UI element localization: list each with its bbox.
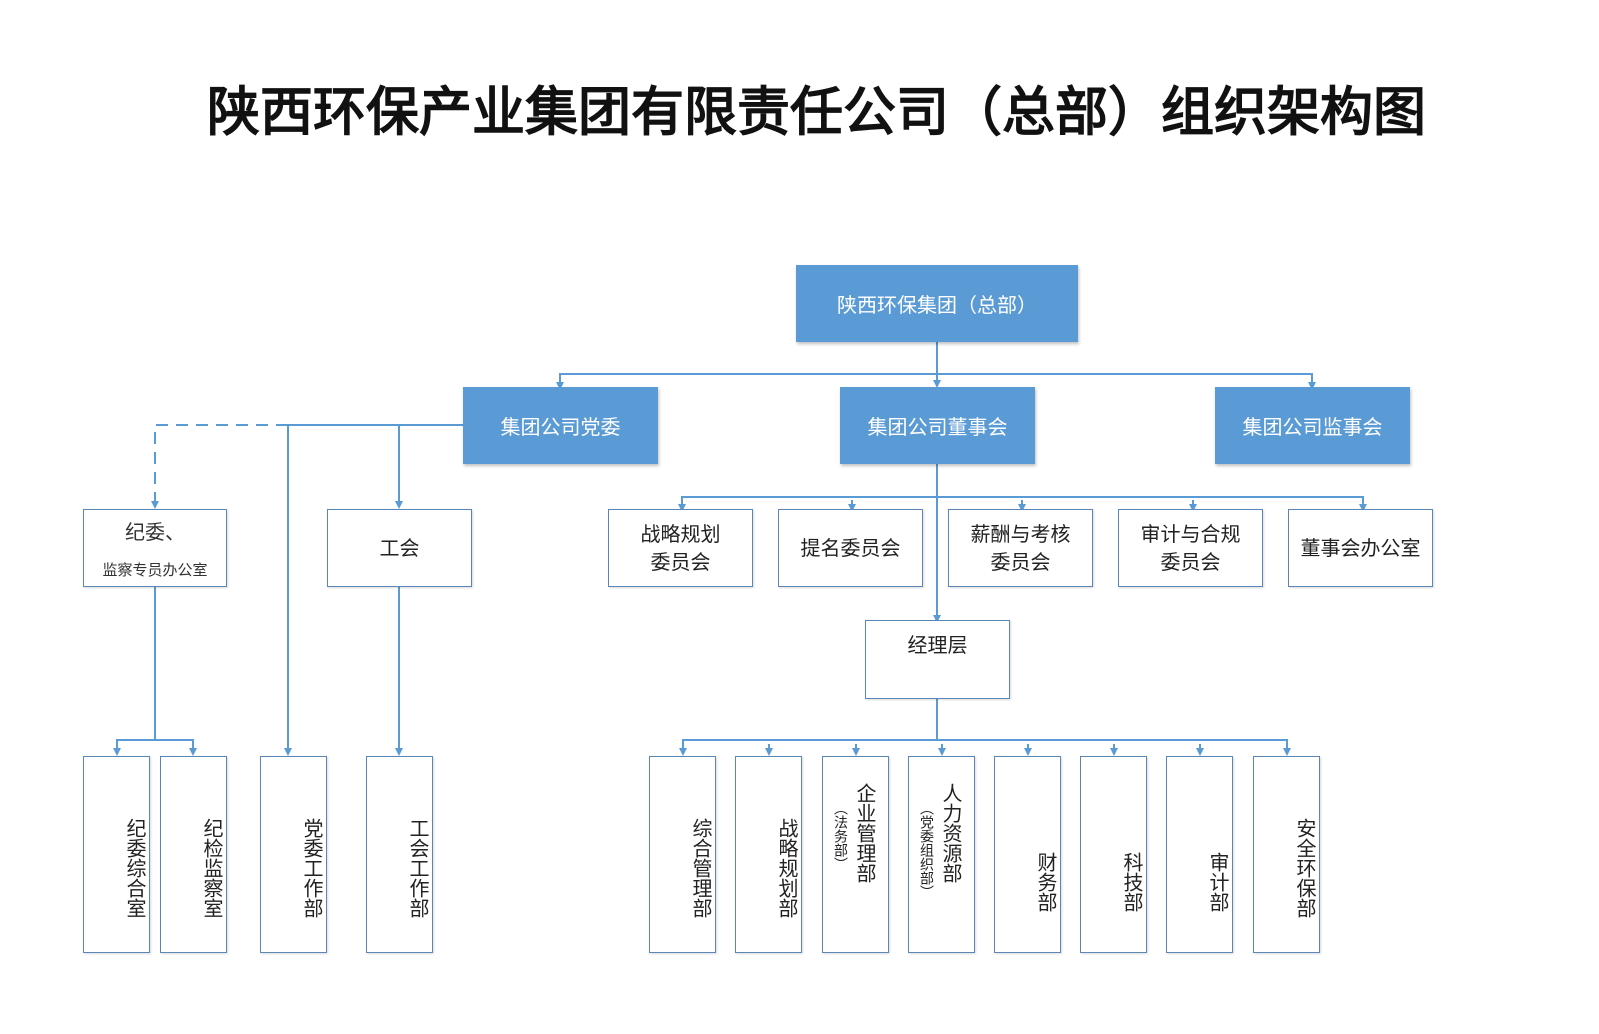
node-compensation-committee[interactable]: 薪酬与考核 委员会 — [948, 509, 1093, 587]
chart-title: 陕西环保产业集团有限责任公司（总部）组织架构图 — [207, 81, 1426, 143]
dept-finance[interactable]: 财务部 — [994, 756, 1061, 953]
dept-hr-note: （党委组织部） — [918, 801, 934, 899]
dept-union-work-label: 工会工作部 — [406, 817, 430, 918]
node-supervisory[interactable]: 集团公司监事会 — [1215, 387, 1410, 464]
node-compensation-committee-label: 薪酬与考核 委员会 — [970, 522, 1071, 574]
dept-hr[interactable]: 人力资源部 （党委组织部） — [908, 756, 975, 953]
node-discipline-line1: 纪委、 — [125, 520, 185, 544]
node-management[interactable]: 经理层 — [865, 620, 1010, 699]
dept-enterprise-mgmt-note: （法务部） — [832, 801, 848, 871]
dept-party-work[interactable]: 党委工作部 — [260, 756, 327, 953]
dept-audit[interactable]: 审计部 — [1166, 756, 1233, 953]
node-union-label: 工会 — [379, 536, 420, 560]
node-nomination-committee-label: 提名委员会 — [800, 536, 901, 560]
dept-finance-label: 财务部 — [1034, 851, 1058, 912]
dept-hr-label: 人力资源部 — [939, 783, 963, 883]
node-board[interactable]: 集团公司董事会 — [840, 387, 1035, 464]
node-party-committee[interactable]: 集团公司党委 — [463, 387, 658, 464]
dept-general-mgmt[interactable]: 综合管理部 — [649, 756, 716, 953]
node-nomination-committee[interactable]: 提名委员会 — [778, 509, 923, 587]
node-board-office-label: 董事会办公室 — [1300, 536, 1421, 560]
dept-technology[interactable]: 科技部 — [1080, 756, 1147, 953]
node-union[interactable]: 工会 — [327, 509, 472, 587]
connector-discipline-bus — [116, 739, 194, 748]
node-party-label: 集团公司党委 — [500, 415, 621, 439]
connector-dept-bus — [682, 739, 1288, 748]
node-audit-committee-label: 审计与合规 委员会 — [1140, 522, 1241, 574]
dept-inspection-office-label: 纪检监察室 — [200, 817, 224, 918]
node-strategy-committee-label: 战略规划 委员会 — [640, 522, 721, 574]
dept-safety-env-label: 安全环保部 — [1293, 817, 1317, 918]
node-audit-committee[interactable]: 审计与合规 委员会 — [1118, 509, 1263, 587]
dept-safety-env[interactable]: 安全环保部 — [1253, 756, 1320, 953]
connector-party-discipline — [151, 424, 288, 509]
dept-technology-label: 科技部 — [1120, 851, 1144, 912]
dept-strategy-planning-label: 战略规划部 — [775, 817, 799, 918]
dept-party-work-label: 党委工作部 — [300, 817, 324, 918]
dept-discipline-office[interactable]: 纪委综合室 — [83, 756, 150, 953]
dept-strategy-planning[interactable]: 战略规划部 — [735, 756, 802, 953]
node-discipline[interactable]: 纪委、 监察专员办公室 — [83, 509, 227, 587]
dept-general-mgmt-label: 综合管理部 — [689, 817, 713, 918]
node-board-office[interactable]: 董事会办公室 — [1288, 509, 1433, 587]
dept-inspection-office[interactable]: 纪检监察室 — [160, 756, 227, 953]
node-management-label: 经理层 — [907, 633, 968, 657]
dept-audit-label: 审计部 — [1206, 851, 1230, 912]
node-discipline-line2: 监察专员办公室 — [102, 561, 208, 579]
dept-enterprise-mgmt-label: 企业管理部 — [853, 783, 877, 883]
dept-union-work[interactable]: 工会工作部 — [366, 756, 433, 953]
node-board-label: 集团公司董事会 — [867, 415, 1008, 439]
node-supervisory-label: 集团公司监事会 — [1242, 415, 1383, 439]
node-strategy-committee[interactable]: 战略规划 委员会 — [608, 509, 753, 587]
node-hq-label: 陕西环保集团（总部） — [837, 293, 1037, 317]
dept-enterprise-mgmt[interactable]: 企业管理部 （法务部） — [822, 756, 889, 953]
node-hq[interactable]: 陕西环保集团（总部） — [796, 265, 1078, 342]
dept-discipline-office-label: 纪委综合室 — [123, 817, 147, 918]
